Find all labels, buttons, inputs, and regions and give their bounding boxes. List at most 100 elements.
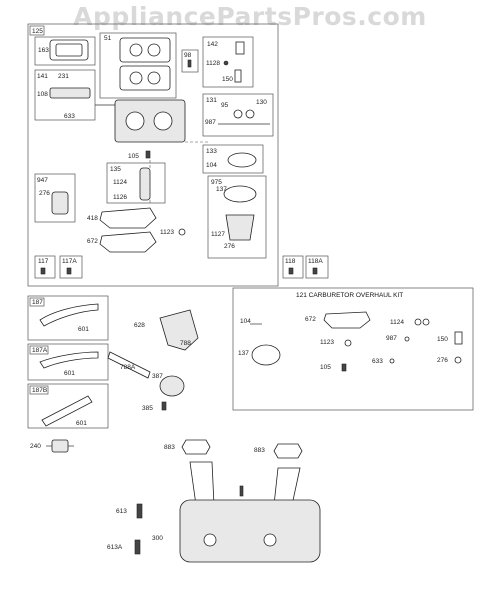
- label-box-187: [29, 297, 45, 307]
- watermark: AppliancePartsPros.com: [73, 2, 427, 31]
- callout-975: 975: [211, 179, 222, 186]
- callout-95: 95: [221, 102, 229, 109]
- part-box-117: [34, 255, 56, 279]
- gasket-883-left-drawing: [181, 439, 211, 455]
- label-box-187b: [29, 385, 49, 395]
- kit-callout-276: 276: [437, 357, 448, 364]
- callout-418: 418: [87, 215, 98, 222]
- callout-104-top: 104: [206, 162, 217, 169]
- callout-1128: 1128: [206, 60, 220, 67]
- screw-385-drawing: [161, 401, 167, 411]
- kit-1123-drawing: [344, 339, 352, 347]
- callout-118: 118: [285, 258, 296, 265]
- part-box-135: [106, 162, 166, 204]
- callout-142: 142: [207, 41, 218, 48]
- kit-callout-1124: 1124: [390, 319, 404, 326]
- gasket-51-bore-left: [129, 43, 143, 57]
- callout-187a: 187A: [32, 347, 48, 354]
- gasket-418-drawing: [99, 207, 157, 229]
- gasket-51-top: [119, 37, 171, 63]
- callout-130: 130: [256, 99, 267, 106]
- part-box-117a: [59, 255, 83, 279]
- callout-788: 788: [180, 340, 191, 347]
- part-box-118: [282, 255, 304, 279]
- bowl-gasket-133-drawing: [227, 152, 257, 168]
- callout-1126: 1126: [113, 194, 127, 201]
- callout-137-top: 137: [216, 186, 227, 193]
- kit-105-drawing: [341, 363, 347, 372]
- part-box-187b: [27, 383, 109, 429]
- kit-callout-987: 987: [386, 335, 397, 342]
- carburetor-body-drawing: [114, 99, 186, 143]
- gasket-51-bore-right: [147, 43, 161, 57]
- muffler-300-drawing: [179, 499, 321, 563]
- callout-117: 117: [38, 258, 49, 265]
- dashed-leaders: [149, 141, 208, 205]
- part-box-118a: [305, 255, 329, 279]
- link-788a-drawing: [107, 351, 151, 379]
- solenoid-135-drawing: [139, 167, 151, 201]
- callout-231: 231: [58, 73, 69, 80]
- screw-117-drawing: [40, 267, 46, 275]
- gasket-672-drawing: [99, 231, 157, 253]
- callout-385: 385: [142, 405, 153, 412]
- kit-callout-137: 137: [238, 350, 249, 357]
- carburetor-bore-left: [125, 111, 145, 131]
- screw-118-drawing: [288, 267, 294, 275]
- gasket-163-inner: [55, 43, 83, 57]
- callout-1124-top: 1124: [113, 179, 127, 186]
- oring-137-drawing: [223, 185, 257, 203]
- callout-240: 240: [30, 443, 41, 450]
- callout-1127: 1127: [211, 231, 225, 238]
- muffler-stud-drawing: [239, 485, 244, 497]
- bracket-108-drawing: [49, 87, 91, 99]
- overhaul-kit-box: [232, 287, 474, 411]
- callout-98: 98: [184, 52, 192, 59]
- kit-1124-drawing-2: [422, 318, 430, 326]
- callout-883-left: 883: [164, 444, 175, 451]
- pin-150-drawing: [234, 69, 242, 83]
- callout-788a: 788A: [120, 364, 136, 371]
- spring-1128-drawing: [223, 60, 229, 66]
- callout-187: 187: [32, 299, 43, 306]
- callout-141: 141: [37, 73, 48, 80]
- callout-883-right: 883: [254, 447, 265, 454]
- callout-187b: 187B: [32, 387, 47, 394]
- callout-276-right: 276: [224, 243, 235, 250]
- callout-601-c: 601: [76, 420, 87, 427]
- bracket-142-drawing: [235, 41, 245, 55]
- callout-601-a: 601: [78, 326, 89, 333]
- callout-133: 133: [206, 148, 217, 155]
- float-130-drawing: [245, 109, 255, 119]
- label-box-187a: [29, 345, 49, 355]
- callout-300: 300: [152, 535, 163, 542]
- bracket-788-drawing: [159, 309, 199, 351]
- kit-gasket-672-drawing: [323, 311, 371, 329]
- screw-98-drawing: [187, 59, 192, 68]
- part-box-141: [34, 69, 96, 121]
- callout-131: 131: [206, 97, 217, 104]
- screw-118a-drawing: [312, 267, 318, 275]
- assembly-box-125: [27, 23, 279, 287]
- gasket-51-bore-right-2: [147, 71, 161, 85]
- callout-135: 135: [110, 166, 121, 173]
- tube-601-c-drawing: [41, 395, 93, 427]
- part-box-163: [34, 36, 96, 66]
- gasket-883-right-drawing: [273, 443, 303, 459]
- filter-240-drawing: [51, 439, 69, 453]
- part-box-142: [202, 36, 254, 88]
- callout-105-top: 105: [128, 153, 139, 160]
- part-box-187: [27, 295, 109, 341]
- callout-117a: 117A: [62, 258, 77, 265]
- part-box-98: [181, 49, 199, 73]
- callout-633-top: 633: [64, 113, 75, 120]
- screw-117a-drawing: [66, 267, 72, 275]
- tube-601-a-drawing: [39, 303, 99, 327]
- overhaul-kit-title: 121 CARBURETOR OVERHAUL KIT: [296, 292, 403, 299]
- callout-51: 51: [104, 35, 112, 42]
- callout-1123-top: 1123: [160, 229, 174, 236]
- callout-387: 387: [152, 373, 163, 380]
- part-box-51: [99, 32, 177, 99]
- gasket-51-bottom: [119, 65, 171, 91]
